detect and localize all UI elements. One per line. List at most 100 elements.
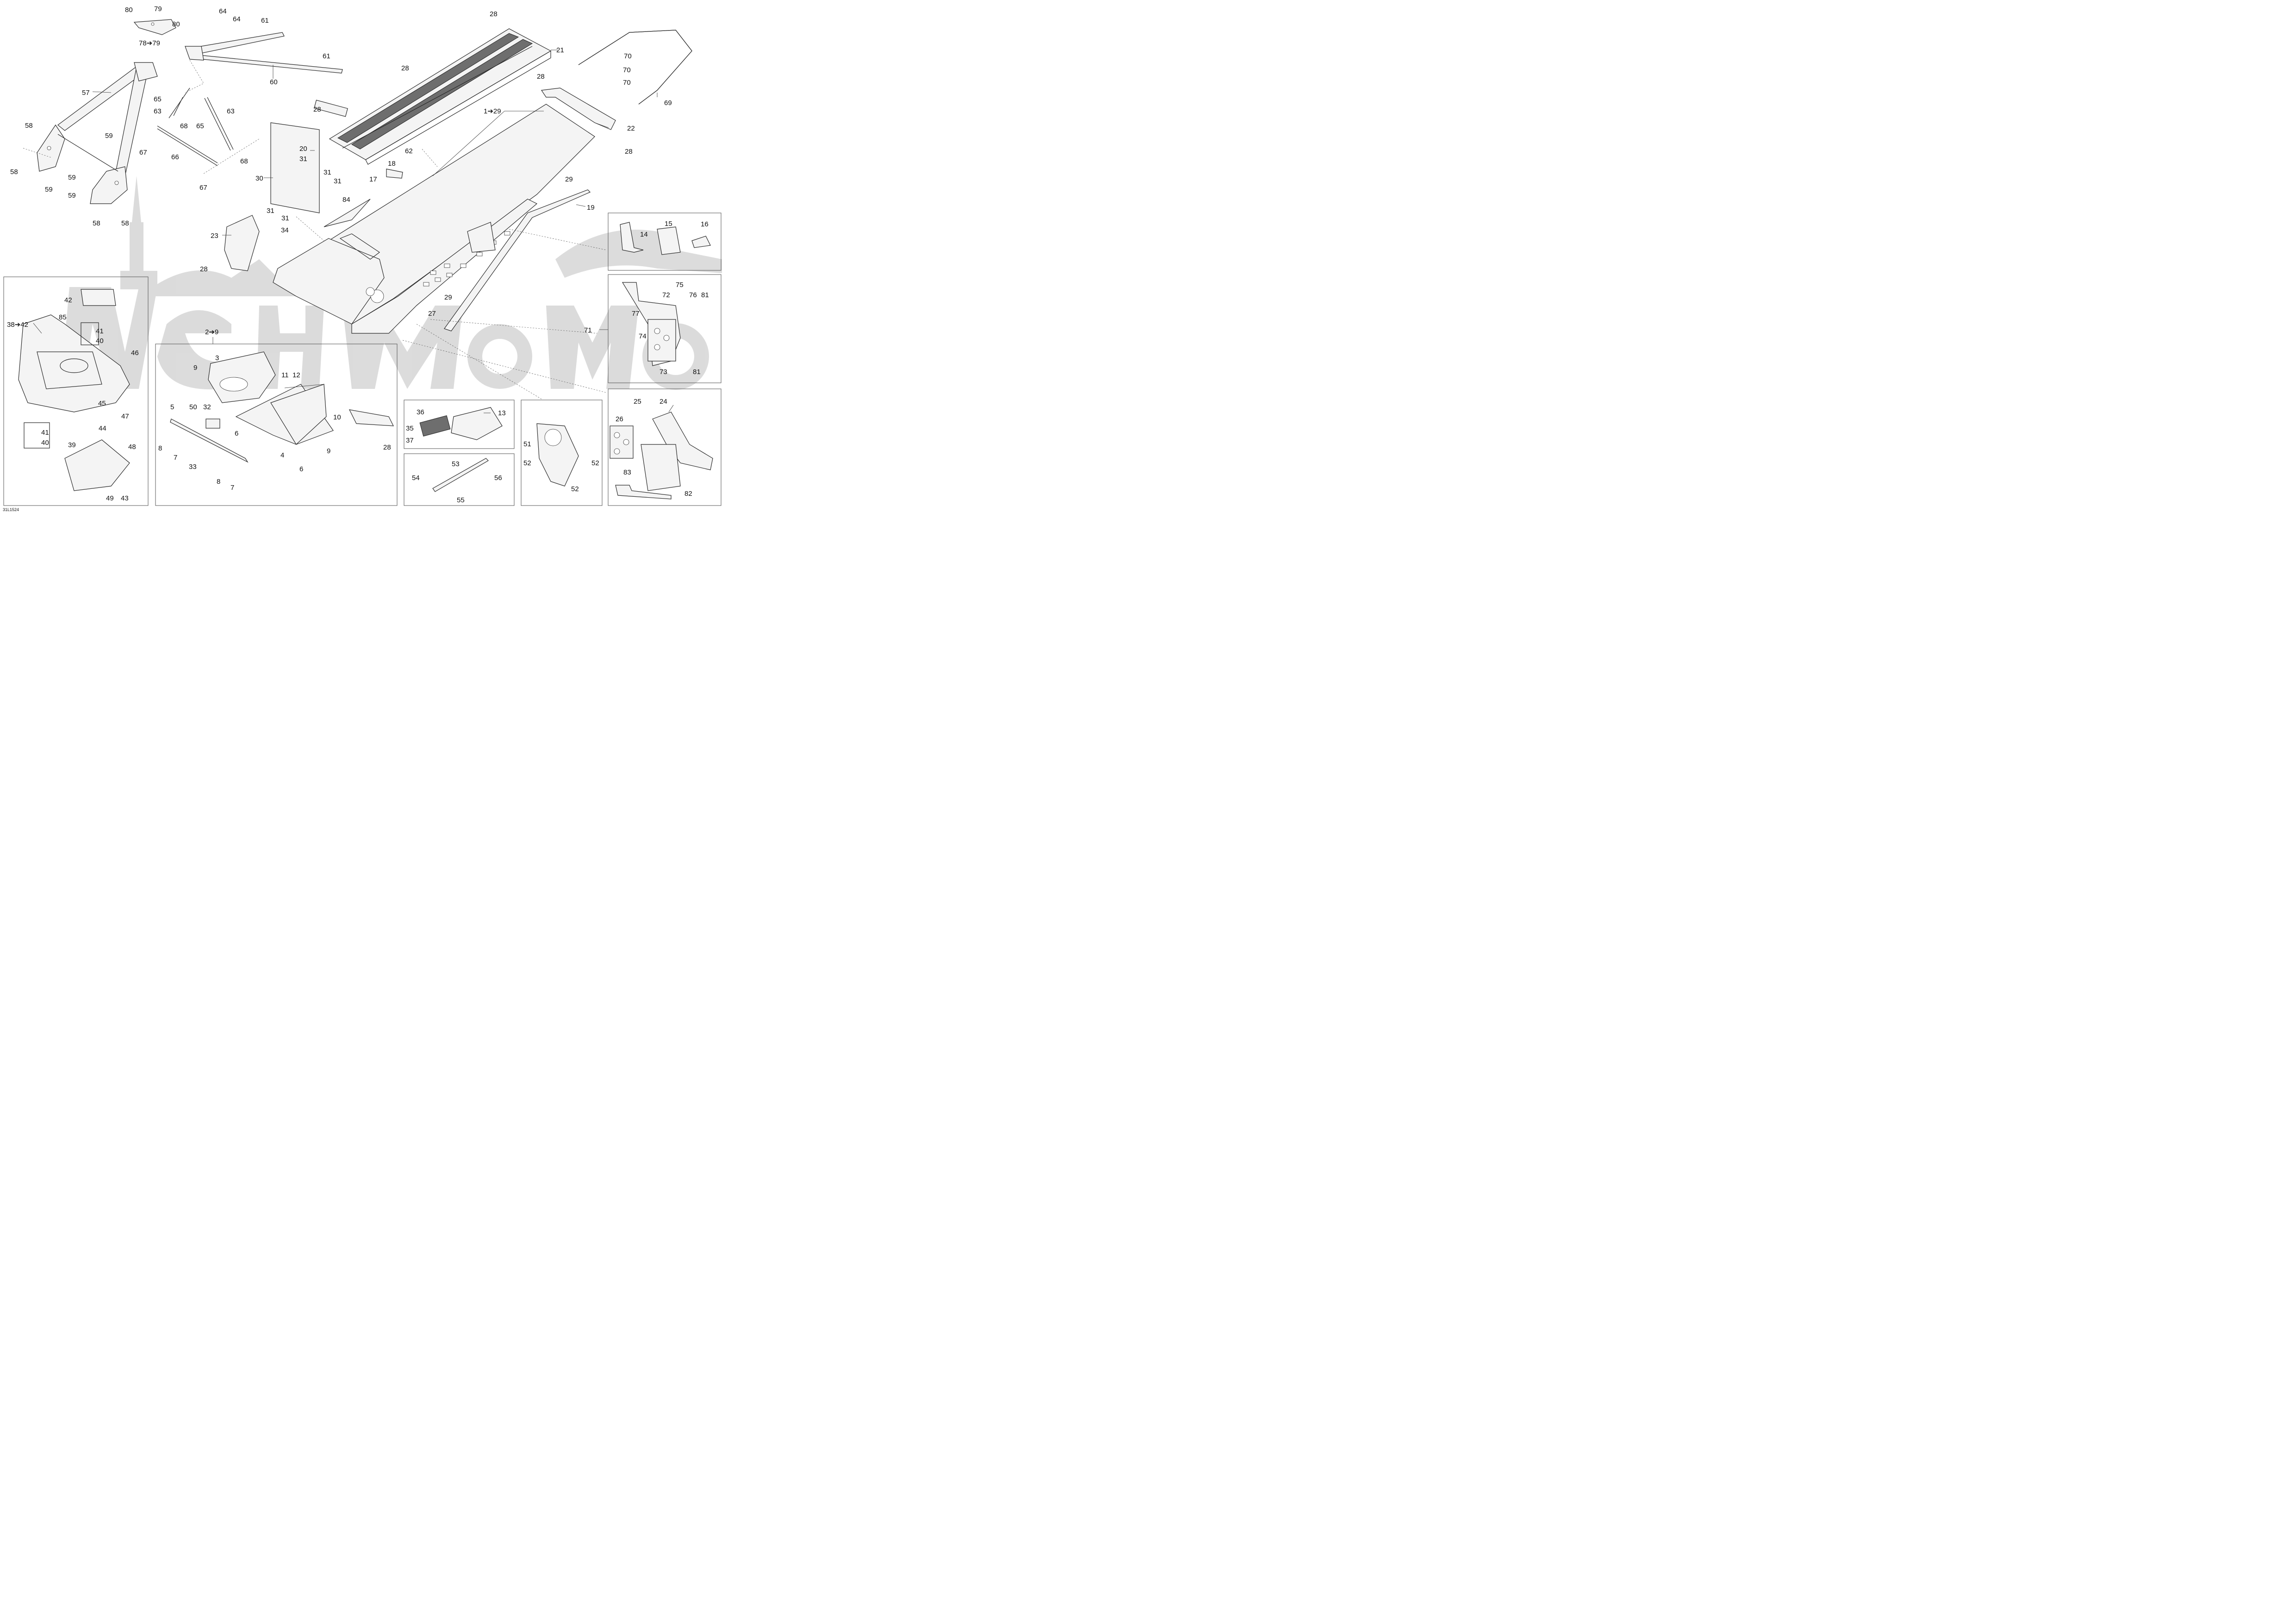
callout-2-9: 2➔9	[205, 328, 218, 336]
callout-60: 60	[270, 78, 278, 86]
callout-26: 26	[616, 415, 623, 423]
callout-31: 31	[324, 169, 331, 176]
callout-7: 7	[174, 454, 177, 462]
callout-65: 65	[196, 122, 204, 130]
callout-21: 21	[556, 46, 564, 54]
callout-57: 57	[82, 89, 90, 97]
callout-50: 50	[189, 403, 197, 411]
callout-63: 63	[227, 107, 235, 115]
watermark-logo	[60, 176, 722, 390]
box-51	[521, 400, 603, 506]
callout-80: 80	[125, 6, 133, 14]
steering-arm-assembly	[133, 19, 176, 35]
callout-58: 58	[93, 219, 100, 227]
callout-67: 67	[199, 184, 207, 192]
callout-48: 48	[128, 443, 136, 451]
callout-labels: 80 79 80 78➔79 64 64 61 61 60 57 65 63 6…	[7, 5, 709, 504]
callout-9: 9	[193, 364, 197, 372]
callout-3: 3	[215, 354, 219, 362]
callout-37: 37	[406, 437, 414, 444]
callout-1-29: 1➔29	[484, 107, 501, 115]
callout-31: 31	[267, 207, 274, 215]
callout-29: 29	[565, 175, 573, 183]
callout-52: 52	[571, 485, 579, 493]
callout-73: 73	[660, 368, 667, 376]
callout-65: 65	[154, 95, 162, 103]
callout-31: 31	[334, 177, 342, 185]
callout-62: 62	[405, 147, 413, 155]
leader-lines	[33, 50, 674, 413]
diagram-code: 31L1524	[3, 507, 19, 512]
callout-70: 70	[624, 52, 632, 60]
callout-46: 46	[131, 349, 139, 357]
callout-70: 70	[623, 79, 631, 87]
callout-28: 28	[313, 106, 321, 113]
side-rail	[444, 189, 591, 331]
callout-81: 81	[701, 291, 709, 299]
callout-28: 28	[383, 443, 391, 451]
callout-85: 85	[59, 313, 67, 321]
callout-42: 42	[64, 296, 72, 304]
callout-25: 25	[634, 398, 641, 406]
callout-28: 28	[401, 64, 409, 72]
callout-28: 28	[625, 148, 633, 156]
callout-56: 56	[494, 474, 502, 482]
callout-39: 39	[68, 441, 76, 449]
callout-47: 47	[121, 412, 129, 420]
tunnel-assembly	[273, 104, 595, 334]
callout-36: 36	[417, 408, 424, 416]
rear-bracket	[541, 87, 616, 130]
subbox-parts	[419, 222, 713, 500]
callout-32: 32	[203, 403, 211, 411]
box-14-16	[608, 212, 722, 271]
callout-61: 61	[261, 17, 269, 25]
callout-68: 68	[240, 157, 248, 165]
callout-5: 5	[170, 403, 174, 411]
callout-81: 81	[693, 368, 701, 376]
callout-9: 9	[327, 447, 330, 455]
heat-exchanger-and-brackets	[224, 100, 403, 271]
callout-22: 22	[627, 125, 635, 132]
callout-14: 14	[640, 231, 648, 238]
callout-83: 83	[623, 468, 631, 476]
callout-4: 4	[280, 451, 284, 459]
callout-64: 64	[233, 15, 241, 23]
callout-13: 13	[498, 409, 506, 417]
callout-20: 20	[299, 145, 307, 153]
callout-51: 51	[523, 440, 531, 448]
front-bumper-assembly	[18, 289, 130, 491]
box-2-9	[155, 344, 398, 506]
callout-76: 76	[689, 291, 697, 299]
callout-30: 30	[255, 175, 263, 182]
callout-55: 55	[457, 496, 465, 504]
callout-74: 74	[639, 332, 647, 340]
callout-34: 34	[281, 226, 289, 234]
callout-6: 6	[299, 465, 303, 473]
callout-70: 70	[623, 66, 631, 74]
callout-84: 84	[342, 196, 350, 204]
callout-29: 29	[444, 294, 452, 301]
callout-77: 77	[632, 310, 640, 318]
box-53	[404, 453, 515, 506]
callout-12: 12	[292, 371, 300, 379]
callout-31: 31	[281, 214, 289, 222]
callout-31: 31	[299, 155, 307, 163]
callout-28: 28	[490, 10, 498, 18]
callout-59: 59	[68, 192, 76, 200]
callout-54: 54	[412, 474, 420, 482]
callout-41: 41	[41, 429, 49, 437]
callout-59: 59	[45, 186, 53, 194]
callout-58: 58	[121, 219, 129, 227]
subassembly-boxes	[3, 212, 722, 506]
callout-24: 24	[660, 398, 667, 406]
callout-43: 43	[121, 494, 129, 502]
callout-59: 59	[68, 174, 76, 181]
callout-7: 7	[230, 484, 234, 492]
callout-79: 79	[154, 5, 162, 13]
callout-52: 52	[523, 459, 531, 467]
callout-27: 27	[428, 310, 436, 318]
callout-63: 63	[154, 107, 162, 115]
box-24	[608, 388, 722, 506]
callout-40: 40	[41, 439, 49, 447]
callout-59: 59	[105, 132, 113, 140]
